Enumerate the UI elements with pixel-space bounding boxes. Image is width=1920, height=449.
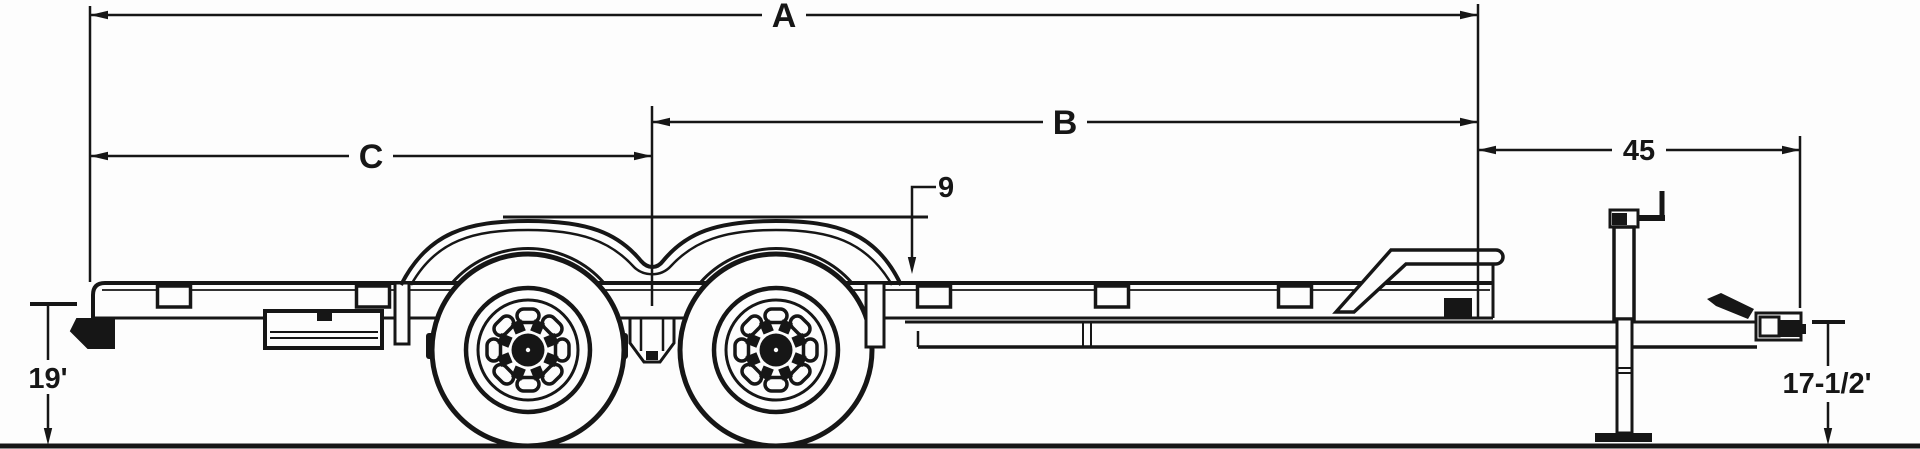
stake-pocket <box>155 284 193 309</box>
dim-label-a: A <box>772 0 797 35</box>
dimension-a: A <box>90 0 1478 35</box>
arrowhead <box>652 117 670 127</box>
arrowhead <box>1478 145 1496 155</box>
arrowhead <box>907 257 917 274</box>
wheel-rear <box>432 254 624 446</box>
dim-label-c: C <box>359 138 384 176</box>
dim-label-9: 9 <box>938 172 954 204</box>
dimension-45: 45 <box>1478 135 1800 167</box>
rear-bracket <box>69 318 115 349</box>
stake-pocket <box>1093 284 1131 309</box>
stake-pocket <box>1276 284 1314 309</box>
stake-pocket <box>915 284 953 309</box>
dimension-c: C <box>90 138 652 176</box>
coupler-latch-lever <box>1707 293 1754 319</box>
dim-label-19: 19' <box>28 363 67 395</box>
fender-inner-arc <box>409 228 894 286</box>
fender-support <box>864 281 886 349</box>
dimension-19: 19' <box>28 302 77 445</box>
coupler <box>1707 293 1806 342</box>
jack-leg <box>1615 317 1634 435</box>
tool-box-latch <box>317 311 332 321</box>
dim-label-17-half: 17-1/2' <box>1782 368 1871 400</box>
coupler-ball-socket <box>1779 320 1801 337</box>
stake-pocket <box>354 284 392 309</box>
arrowhead <box>43 428 53 445</box>
arrowhead <box>1460 10 1478 20</box>
stake-pockets <box>155 284 1314 309</box>
dimension-b: B <box>652 104 1478 142</box>
jack-outer-tube <box>1612 225 1636 321</box>
extension-lines <box>88 4 1802 317</box>
arrowhead <box>634 151 652 161</box>
equalizer-bracket <box>628 316 676 364</box>
wheel-lip-arc <box>450 247 606 284</box>
tongue-jack <box>1595 191 1665 442</box>
frame-junction-plate <box>1444 298 1472 317</box>
front-rail-step <box>1332 248 1505 318</box>
arrowhead <box>1782 145 1800 155</box>
wheel-lip-arc <box>698 247 854 284</box>
dim-label-45: 45 <box>1623 135 1655 167</box>
dimension-17-half: 17-1/2' <box>1782 320 1872 445</box>
arrowhead <box>1460 117 1478 127</box>
dimension-9: 9 <box>907 172 954 274</box>
arrowhead <box>90 151 108 161</box>
wheel-front <box>680 254 872 446</box>
jack-foot-plate <box>1595 433 1652 442</box>
dim-label-b: B <box>1053 104 1078 142</box>
fender-support <box>393 281 411 346</box>
tool-box <box>263 309 384 350</box>
arrowhead <box>90 10 108 20</box>
arrowhead <box>1823 428 1833 445</box>
deck-top-rail <box>91 281 1493 318</box>
